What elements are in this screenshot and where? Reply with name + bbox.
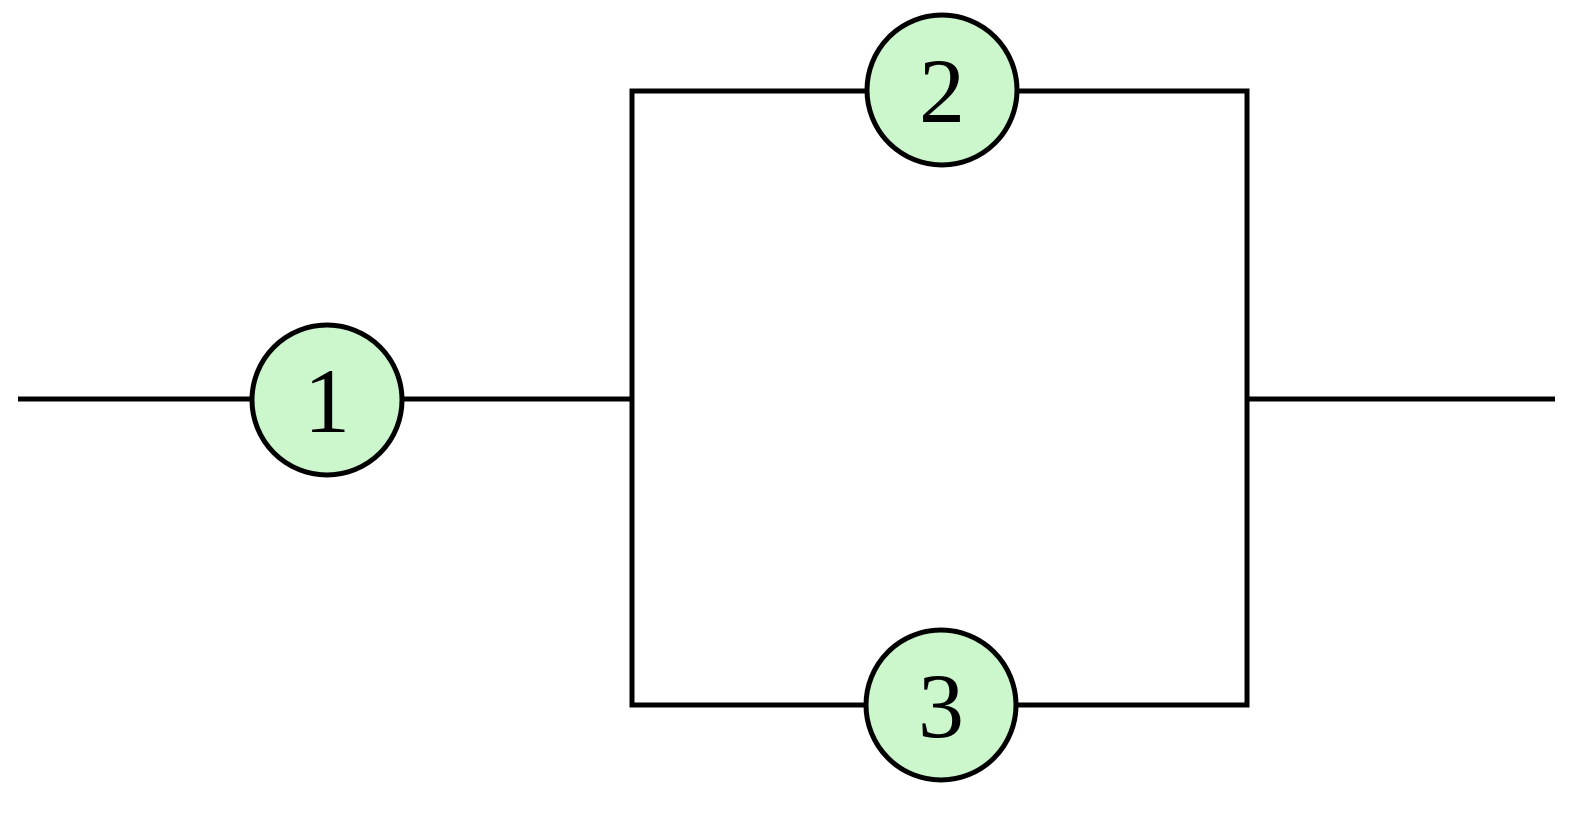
- node-1-circle: [249, 322, 405, 478]
- node-3-circle: [863, 627, 1019, 783]
- node-1-label: 1: [304, 350, 350, 452]
- node-1: 1: [249, 322, 405, 478]
- node-2: 2: [864, 12, 1020, 168]
- node-3-label: 3: [918, 655, 964, 757]
- node-2-label: 2: [919, 40, 965, 142]
- node-2-circle: [864, 12, 1020, 168]
- node-3: 3: [863, 627, 1019, 783]
